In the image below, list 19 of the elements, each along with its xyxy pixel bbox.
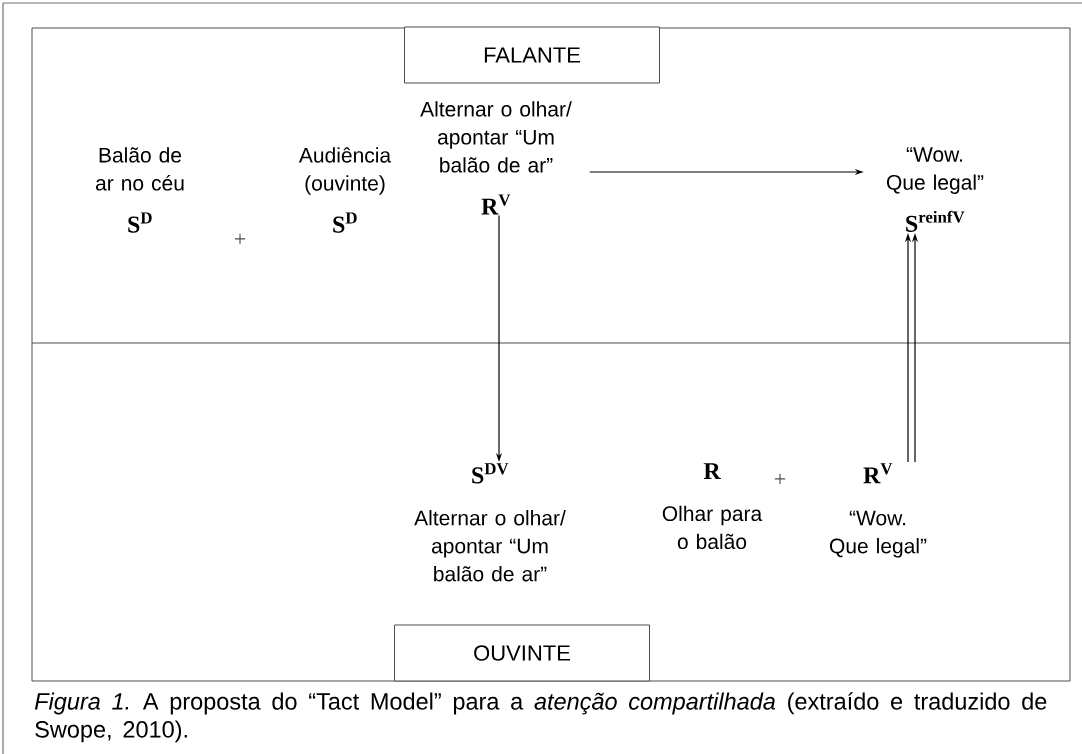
- plus-sign: +: [774, 473, 786, 485]
- symbol: S$^{DV}$: [472, 463, 509, 484]
- description: Balão de ar no céu: [95, 147, 184, 191]
- symbol: S$^{D}$: [128, 212, 152, 233]
- symbol: R$^{V}$: [863, 463, 893, 484]
- description: “Wow. Que legal”: [829, 510, 927, 558]
- description: Olhar para o balão: [662, 505, 763, 550]
- label-box: FALANTE: [404, 26, 660, 84]
- symbol: S$^{reinfV}$: [906, 210, 965, 232]
- symbol: R$^{V}$: [481, 194, 511, 215]
- symbol: R: [703, 463, 721, 479]
- symbol: S$^{D}$: [333, 212, 357, 233]
- label-box: OUVINTE: [394, 624, 650, 682]
- description: Audiência (ouvinte): [298, 147, 392, 195]
- description: Alternar o olhar/ apontar “Um balão de ar”: [414, 510, 566, 582]
- description: Alternar o olhar/ apontar “Um balão de ar”: [420, 101, 572, 173]
- caption: Figura 1. A proposta do “Tact Model” para a atenção compartilhada (extraído e traduzido de Swope, 2010).: [34, 692, 1047, 743]
- description: “Wow. Que legal”: [886, 147, 984, 194]
- plus-sign: +: [234, 233, 246, 245]
